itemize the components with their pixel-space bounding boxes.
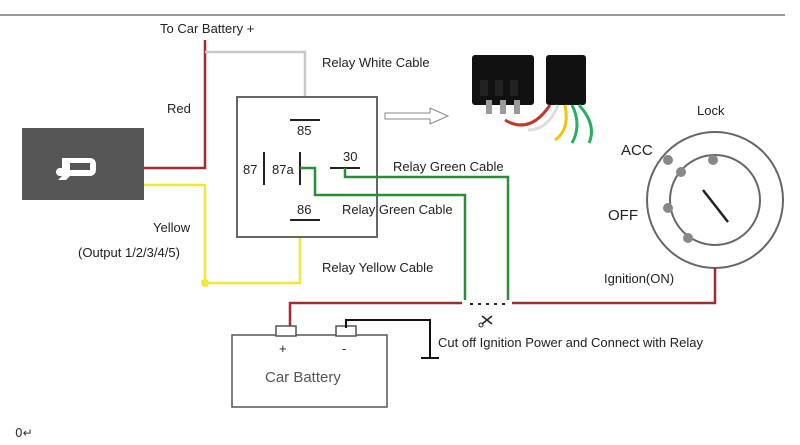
green-wire-87a xyxy=(300,166,467,303)
pin-30-label: 30 xyxy=(343,149,357,164)
red-wire-tracker xyxy=(144,40,207,170)
cut-scissors-icon xyxy=(462,300,512,328)
ignition-switch-icon xyxy=(646,131,784,269)
ignition-on-label: Ignition(ON) xyxy=(604,271,674,286)
battery-minus-label: - xyxy=(342,341,346,356)
arrow-icon xyxy=(384,107,450,125)
red-label: Red xyxy=(167,101,191,116)
car-battery xyxy=(231,325,388,408)
relay-white-cable-label: Relay White Cable xyxy=(322,55,430,70)
pin-87a-label: 87a xyxy=(272,162,294,177)
output-label: (Output 1/2/3/4/5) xyxy=(78,245,180,260)
yellow-label: Yellow xyxy=(153,220,191,235)
footer-mark: 0↵ xyxy=(15,426,33,440)
to-car-battery-label: To Car Battery + xyxy=(160,21,254,36)
pin-86-label: 86 xyxy=(297,202,311,217)
acc-label: ACC xyxy=(621,142,653,159)
cut-off-label: Cut off Ignition Power and Connect with … xyxy=(438,335,703,350)
ground-wire xyxy=(345,319,431,358)
off-label: OFF xyxy=(608,207,638,224)
green-wire-30 xyxy=(343,168,510,303)
pin-85-label: 85 xyxy=(297,123,311,138)
gps-tracker-icon xyxy=(22,128,144,200)
yellow-junction xyxy=(201,279,209,287)
relay-green-cable-label-2: Relay Green Cable xyxy=(342,202,453,217)
relay-yellow-cable-label: Relay Yellow Cable xyxy=(322,260,433,275)
relay-photo-icon xyxy=(472,55,593,144)
white-wire xyxy=(205,50,307,115)
car-battery-label: Car Battery xyxy=(265,369,341,386)
relay-green-cable-label-1: Relay Green Cable xyxy=(393,159,504,174)
battery-plus-label: + xyxy=(279,341,287,356)
lock-label: Lock xyxy=(697,103,725,118)
pin-87-label: 87 xyxy=(243,162,257,177)
